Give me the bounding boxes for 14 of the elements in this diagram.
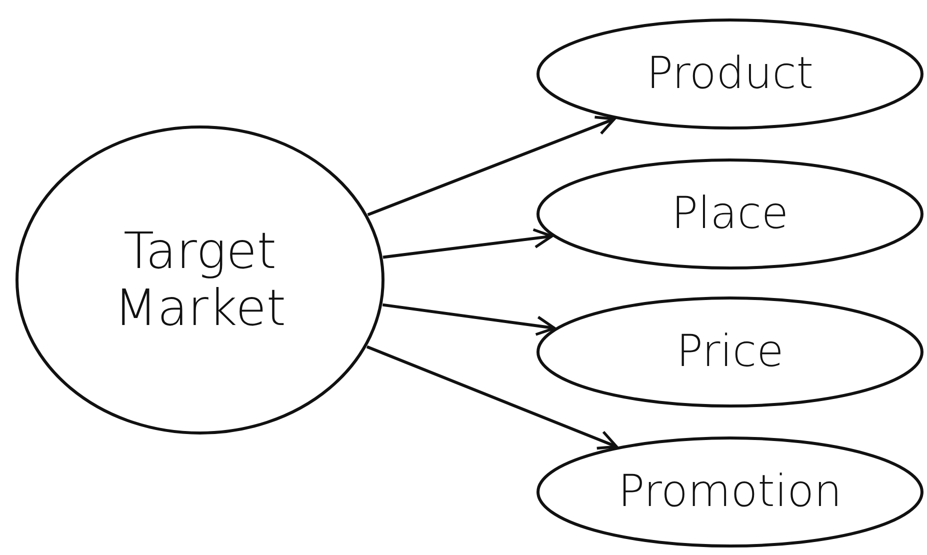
oval-node [536,18,924,130]
node-label: Place [672,188,788,240]
oval-node [536,296,924,408]
oval-node [15,125,385,435]
node-label: Product [646,48,814,100]
arrow [366,345,618,450]
arrow [367,116,616,216]
node-label: Promotion [618,466,842,518]
oval-node [536,436,924,548]
oval-node [536,158,924,270]
arrow [382,303,556,336]
node-label: Target Market [113,222,287,338]
node-label: Price [676,326,784,378]
arrow [382,228,554,259]
